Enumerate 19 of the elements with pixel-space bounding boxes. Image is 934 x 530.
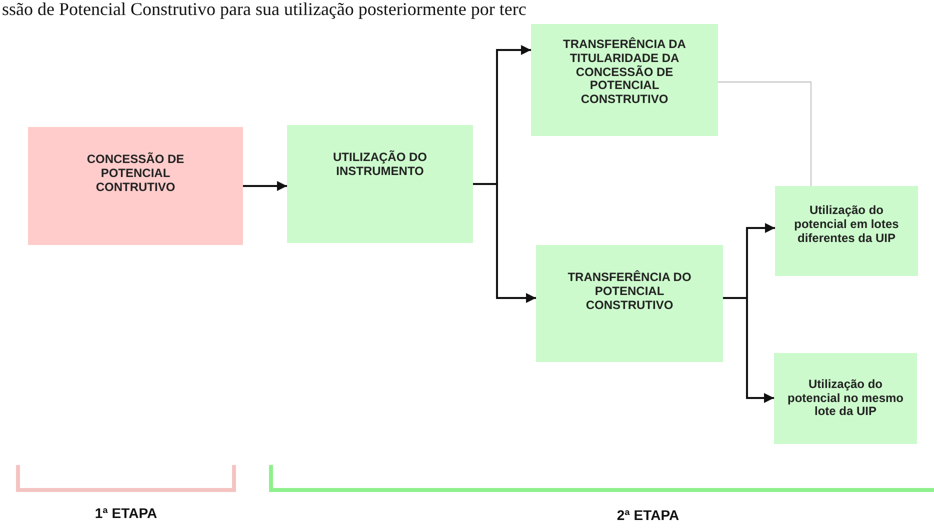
arrow [243,181,287,191]
connector-line [718,81,812,186]
box-text: UTILIZAÇÃO DO INSTRUMENTO [332,151,428,179]
box-text: Utilização do potencial em lotes diferentes da UIP [793,204,900,246]
stage-label: 1ª ETAPA [94,505,158,521]
box-text: Utilização do potencial no mesmo lote da UIP [786,378,905,420]
process-box [775,186,918,276]
arrow [473,183,536,303]
box-text: CONCESSÃO DE POTENCIAL CONTRUTIVO [86,153,186,194]
stage-label: 2ª ETAPA [616,507,680,523]
process-box [531,24,718,136]
process-box [28,127,243,245]
box-text: TRANSFERÊNCIA DA TITULARIDADE DA CONCESSÃO DE POTENCIAL CONSTRUTIVO [562,38,687,107]
process-box [287,125,473,243]
process-box [536,245,723,362]
box-text: TRANSFERÊNCIA DO POTENCIAL CONSTRUTIVO [566,271,692,312]
process-box [774,353,917,444]
heading-text: ssão de Potencial Construtivo para sua utilização posteriormente por terc [2,0,526,18]
arrow [723,297,774,403]
